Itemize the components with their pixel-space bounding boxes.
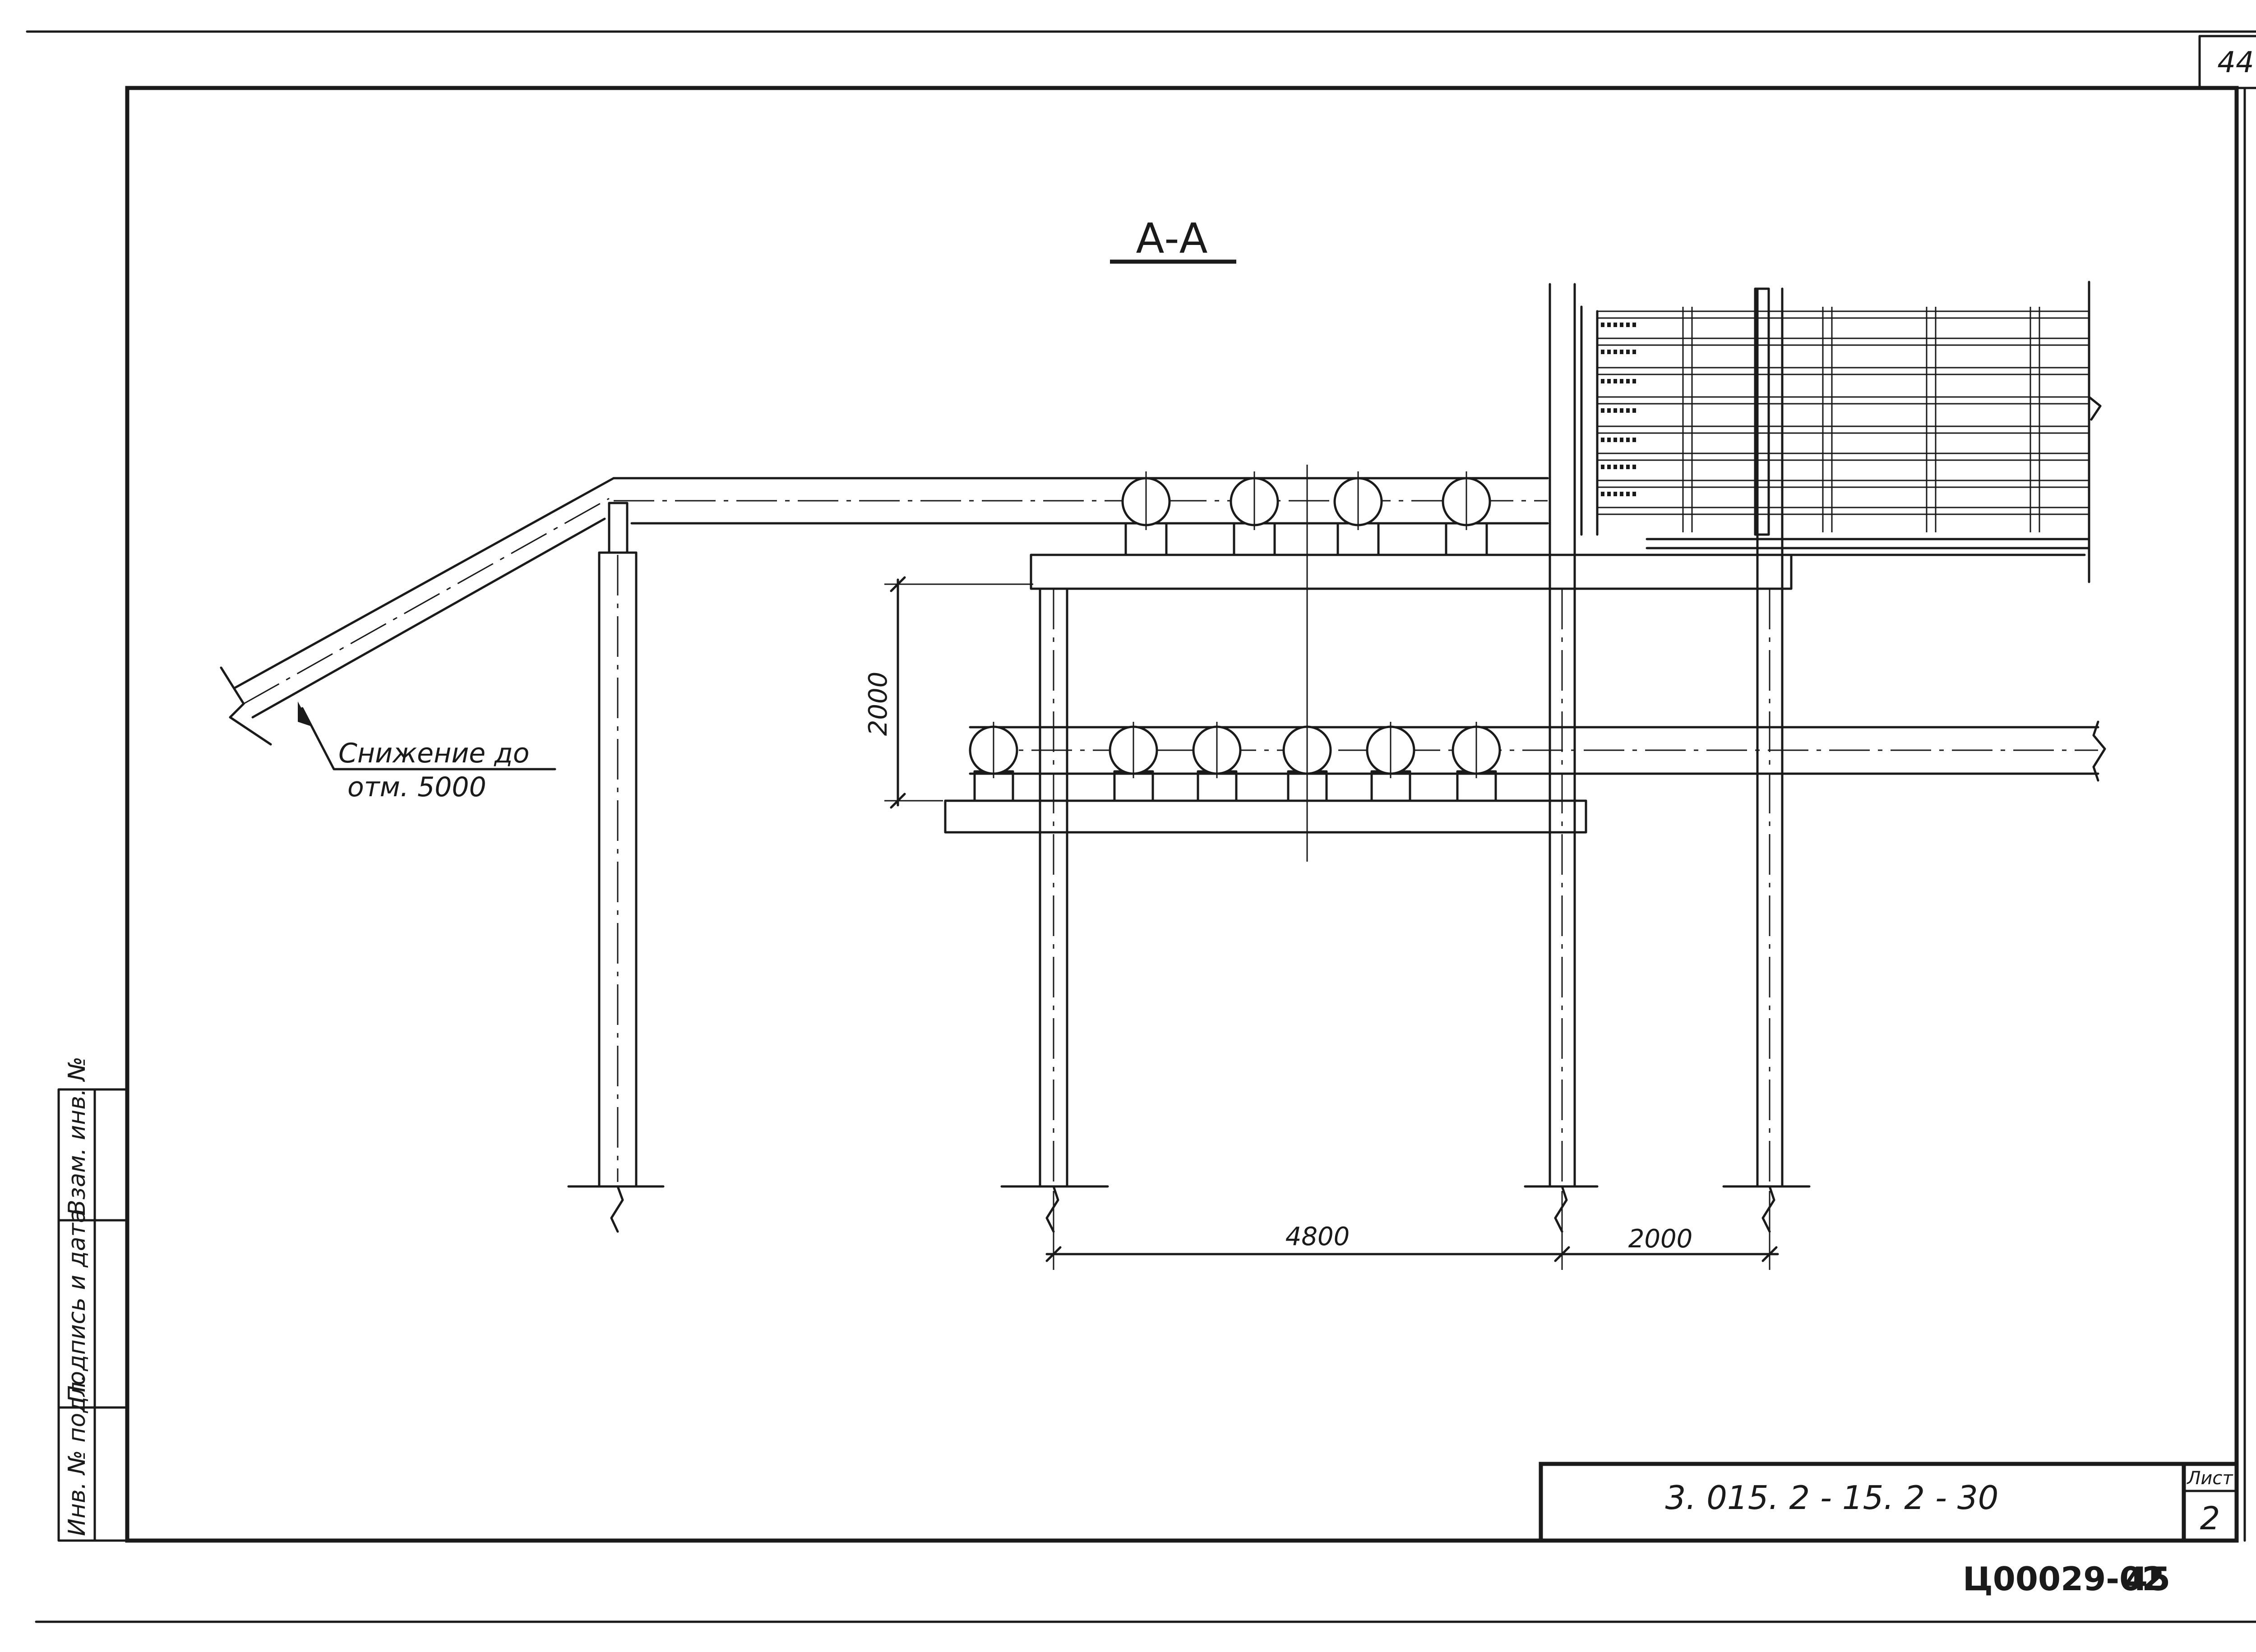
dimension-vertical: 2000 xyxy=(864,576,1033,809)
lower-pipe-tier xyxy=(969,722,1501,802)
page-number: 45 xyxy=(2125,1560,2170,1598)
cable-rack xyxy=(1580,281,2102,583)
column-b xyxy=(1524,283,1599,1233)
lower-pipe xyxy=(1192,722,1242,802)
stamp-replace: Взам. инв. № xyxy=(64,1057,91,1216)
upper-pipe xyxy=(1121,471,1171,556)
corner-number-box xyxy=(2198,35,2256,89)
upper-beam xyxy=(1030,554,2086,590)
sheet-number: 2 xyxy=(2200,1500,2220,1537)
dimension-horizontal: 4800 2000 xyxy=(1045,1191,1779,1270)
lower-pipe xyxy=(1452,722,1501,802)
column-c xyxy=(1722,287,1811,1233)
note-line-2: отм. 5000 xyxy=(347,771,486,803)
dim-span-left-label: 4800 xyxy=(1285,1222,1350,1251)
lower-pipe xyxy=(1366,722,1415,802)
sloped-pipe xyxy=(220,477,1549,746)
sheet-label: Лист xyxy=(2186,1468,2233,1489)
elevation-note: Снижение до отм. 5000 xyxy=(298,701,556,803)
note-line-1: Снижение до xyxy=(338,738,530,769)
lower-pipe-run xyxy=(969,720,2106,782)
drawing-frame xyxy=(125,86,2239,1543)
dim-vertical-label: 2000 xyxy=(864,672,893,736)
upper-pipe xyxy=(1442,471,1491,556)
archive-code: Ц00029-02 xyxy=(1963,1560,2164,1598)
document-code: 3. 015. 2 - 15. 2 - 30 xyxy=(1665,1479,1999,1517)
lower-pipe xyxy=(969,722,1018,802)
stamp-signature: Подпись и дата xyxy=(64,1209,91,1403)
title-block: 3. 015. 2 - 15. 2 - 30 Лист 2 xyxy=(1539,1462,2239,1543)
stamp-inventory: Инв. № подл. xyxy=(64,1374,91,1536)
column-a xyxy=(1000,587,1109,1233)
lower-pipe xyxy=(1109,722,1158,802)
dim-span-right-label: 2000 xyxy=(1628,1224,1693,1254)
upper-pipe xyxy=(1333,471,1383,556)
corner-number: 44 xyxy=(2217,46,2254,79)
side-stamp: Инв. № подл. Подпись и дата Взам. инв. № xyxy=(57,1057,129,1542)
upper-pipe-tier xyxy=(1121,471,1491,556)
left-column xyxy=(567,502,665,1233)
lower-beam xyxy=(944,799,1587,834)
upper-pipe xyxy=(1230,471,1279,556)
lower-pipe xyxy=(1282,722,1332,802)
section-title: А-А xyxy=(1136,214,1207,263)
